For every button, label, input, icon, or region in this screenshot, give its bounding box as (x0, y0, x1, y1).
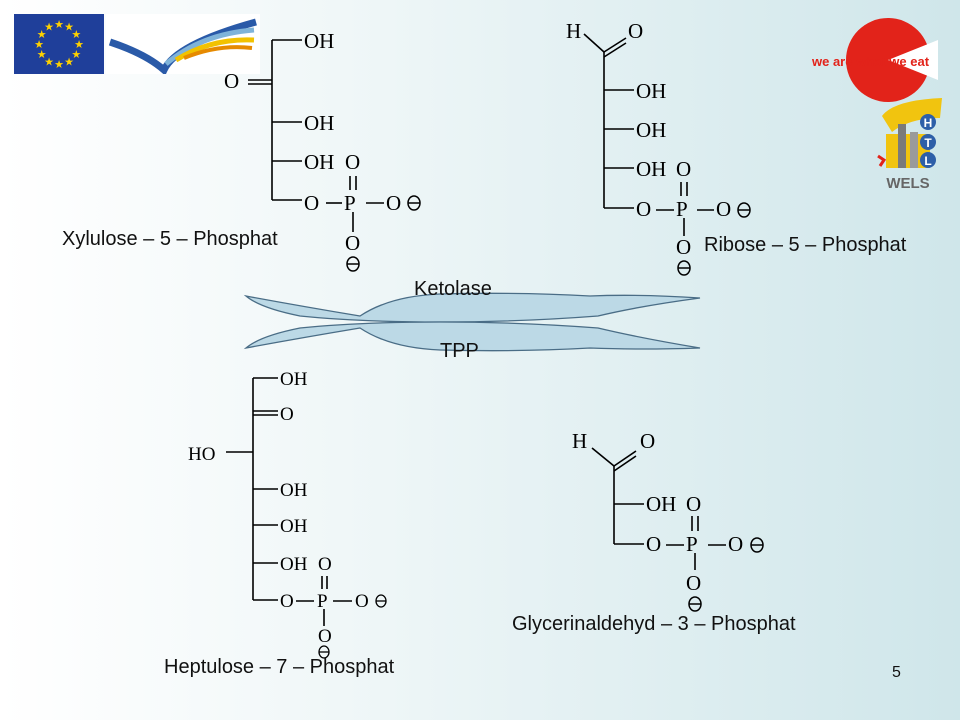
xylulose-oh-3: OH (304, 111, 334, 135)
gap-o-right: O (728, 532, 743, 556)
xylulose-oh-1: OH (304, 29, 334, 53)
htl-h-gear-icon (920, 114, 936, 130)
xylulose-p-double-o: O (345, 150, 360, 174)
gap-aldehyde-o: O (640, 429, 655, 453)
eu-star-icon: ★ (71, 29, 81, 41)
leonardo-swoosh-icon (108, 18, 257, 74)
xylulose-o-bottom: O (345, 231, 360, 255)
heptulose-charge-right-icon (375, 594, 387, 608)
eu-star-icon: ★ (37, 29, 47, 41)
reaction-arrow-top (243, 292, 701, 323)
page-number: 5 (892, 664, 901, 681)
xylulose-ester-o: O (304, 191, 319, 215)
xylulose-keto-o: O (224, 69, 239, 93)
xylulose-charge-bottom-icon (346, 256, 360, 272)
xylulose-oh-4: OH (304, 150, 334, 174)
gap-o-bottom: O (686, 571, 701, 595)
ribose-charge-right-icon (737, 202, 751, 218)
eu-star-icon: ★ (34, 39, 44, 51)
eu-stars-icon: ★★★★★★★★★★★★ (34, 19, 84, 71)
ribose-o-right: O (716, 197, 731, 221)
ribose-aldehyde-o: O (628, 19, 643, 43)
heptulose-p-double-o: O (318, 554, 332, 575)
we-are-what-we-eat-logo: we are what we eat (806, 14, 956, 110)
ribose-aldehyde-h: H (566, 19, 581, 43)
eu-star-icon: ★ (71, 49, 81, 61)
heptulose-o-right: O (355, 591, 369, 612)
heptulose-phosphorus: P (317, 591, 328, 612)
eu-star-icon: ★ (64, 22, 74, 34)
heptulose-oh-1: OH (280, 369, 308, 390)
htl-letter-h: H (924, 116, 933, 130)
ribose-phosphorus: P (676, 197, 688, 221)
gap-charge-right-icon (750, 537, 764, 553)
eu-star-icon: ★ (64, 56, 74, 68)
eu-star-icon: ★ (44, 56, 54, 68)
eu-star-icon: ★ (44, 22, 54, 34)
eu-star-icon: ★ (37, 49, 47, 61)
xylulose-label: Xylulose – 5 – Phosphat (62, 228, 278, 250)
gap-aldehyde-h: H (572, 429, 587, 453)
enzyme-label: Ketolase (414, 278, 492, 300)
xylulose-o-right: O (386, 191, 401, 215)
eu-star-icon: ★ (54, 19, 64, 31)
wawe-text: we are what we eat (811, 54, 930, 69)
leonardo-logo (106, 14, 260, 74)
ribose-p-double-o: O (676, 157, 691, 181)
xylulose-phosphorus: P (344, 191, 356, 215)
ribose-label: Ribose – 5 – Phosphat (704, 234, 907, 256)
heptulose-o-bottom: O (318, 626, 332, 647)
eu-star-icon: ★ (54, 59, 64, 71)
cofactor-label: TPP (440, 340, 479, 362)
htl-l-gear-icon (920, 152, 936, 168)
htl-t-gear-icon (920, 134, 936, 150)
htl-letter-l: L (924, 154, 931, 168)
heptulose-ho-3: HO (188, 444, 215, 465)
heptulose-oh-5: OH (280, 516, 308, 537)
ribose-o-bottom: O (676, 235, 691, 259)
eu-flag-logo: ★★★★★★★★★★★★ (14, 14, 104, 74)
htl-letter-t: T (924, 136, 932, 150)
heptulose-oh-4: OH (280, 480, 308, 501)
xylulose-charge-right-icon (407, 195, 421, 211)
heptulose-charge-bottom-icon (318, 645, 330, 659)
ribose-oh-4: OH (636, 157, 666, 181)
gap-phosphorus: P (686, 532, 698, 556)
eu-star-icon: ★ (74, 39, 84, 51)
htl-wels-text: WELS (886, 175, 929, 192)
heptulose-ester-o: O (280, 591, 294, 612)
ribose-charge-bottom-icon (677, 260, 691, 276)
reaction-arrow-bottom (243, 321, 701, 352)
htl-wels-logo: H T L WELS (874, 96, 946, 192)
heptulose-keto-o: O (280, 404, 294, 425)
glycerinaldehyd-label: Glycerinaldehyd – 3 – Phosphat (512, 613, 796, 635)
heptulose-label: Heptulose – 7 – Phosphat (164, 656, 395, 678)
ribose-oh-3: OH (636, 118, 666, 142)
ribose-oh-2: OH (636, 79, 666, 103)
gap-ester-o: O (646, 532, 661, 556)
heptulose-oh-6: OH (280, 554, 308, 575)
gap-oh-2: OH (646, 492, 676, 516)
gap-p-double-o: O (686, 492, 701, 516)
ribose-ester-o: O (636, 197, 651, 221)
gap-charge-bottom-icon (688, 596, 702, 612)
